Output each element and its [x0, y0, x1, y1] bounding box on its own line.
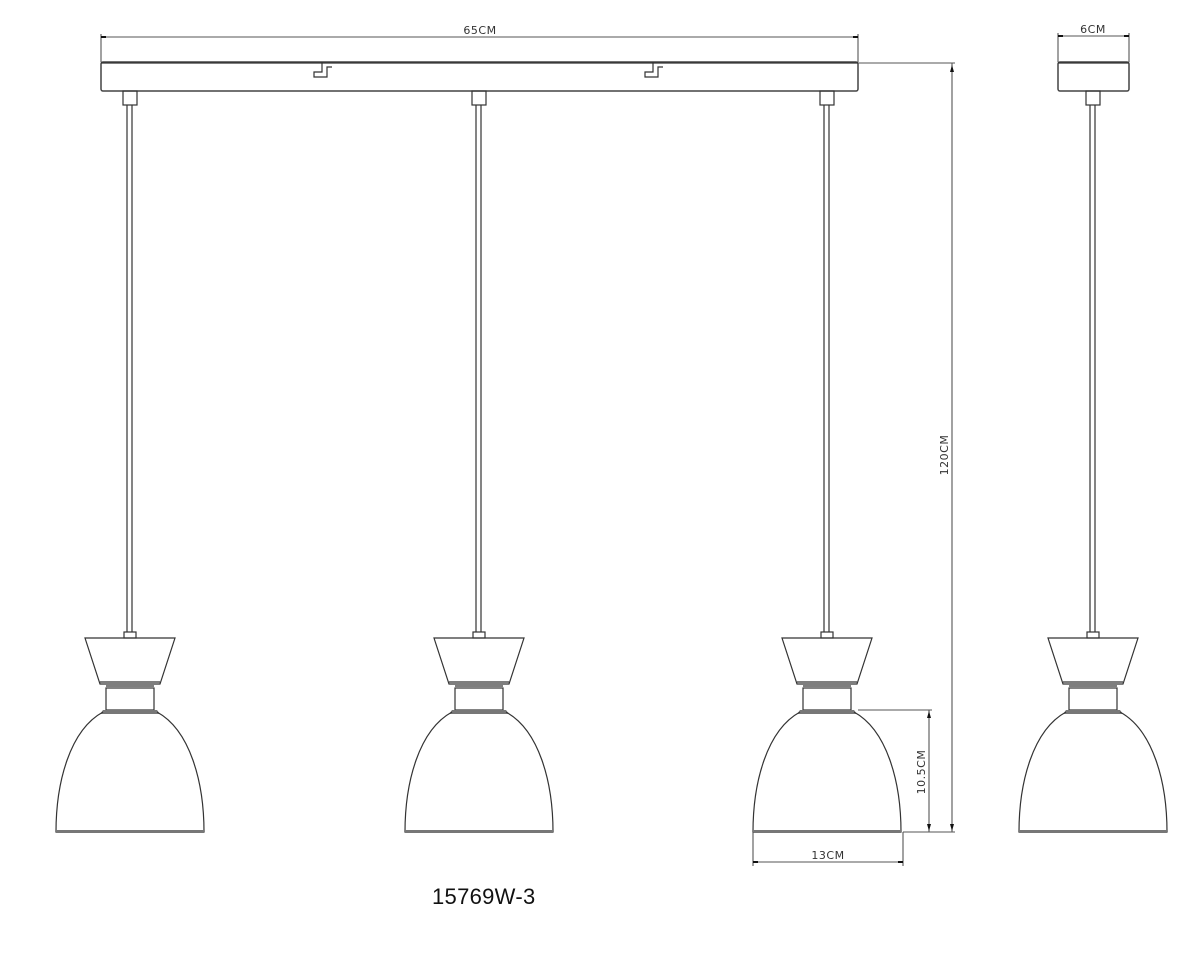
pendant-shade-side	[1018, 631, 1168, 834]
cord-left	[122, 90, 138, 632]
shade-height-label: 10.5CM	[915, 750, 928, 795]
cord-right	[819, 90, 835, 632]
cord-center	[471, 90, 487, 632]
overall-height-dimension: 120CM	[858, 62, 955, 832]
cord-side	[1085, 90, 1101, 632]
canopy-length-label: 65CM	[463, 24, 496, 37]
model-number: 15769W-3	[432, 884, 536, 909]
shade-height-dimension: 10.5CM	[858, 709, 955, 833]
overall-height-label: 120CM	[938, 435, 951, 476]
canopy-width-dimension: 6CM	[1057, 23, 1130, 62]
canopy-width-label: 6CM	[1080, 23, 1106, 36]
shade-diameter-label: 13CM	[811, 849, 844, 862]
pendant-shade-right	[752, 631, 902, 834]
pendant-shade-center	[404, 631, 554, 834]
canopy-bar	[100, 61, 859, 92]
side-view: 6CM	[1018, 23, 1168, 834]
canopy-length-dimension: 65CM	[100, 24, 859, 62]
pendant-shade-left	[55, 631, 205, 834]
shade-diameter-dimension: 13CM	[752, 832, 904, 866]
front-view: 65CM	[55, 24, 955, 866]
canopy-side	[1057, 61, 1130, 92]
